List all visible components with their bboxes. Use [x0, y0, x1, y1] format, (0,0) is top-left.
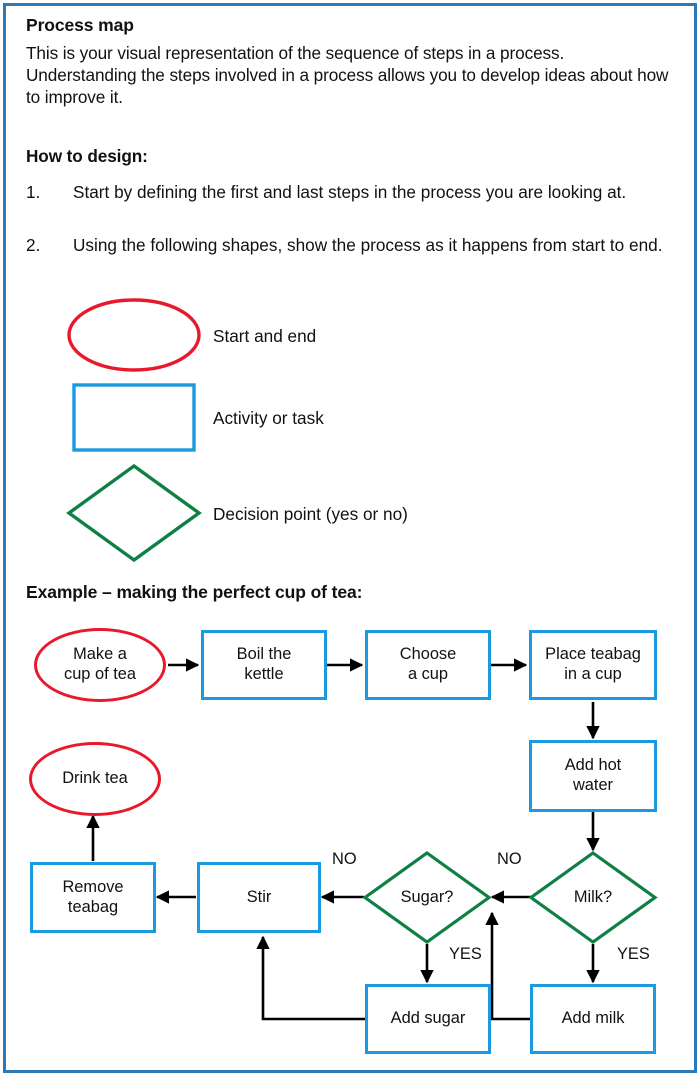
list-item-number: 1.	[26, 182, 41, 202]
list-item-text: Using the following shapes, show the pro…	[73, 235, 663, 255]
flow-node-label: Add hot water	[564, 756, 622, 794]
edge-label-milk-yes: YES	[617, 945, 650, 963]
example-heading: Example – making the perfect cup of tea:	[26, 582, 363, 602]
flow-node-label: Make a cup of tea	[64, 645, 136, 683]
flow-node-sugar-decision[interactable]: Sugar?	[362, 850, 492, 945]
flow-node-stir[interactable]: Stir	[197, 862, 321, 933]
how-to-design-heading: How to design:	[26, 146, 148, 166]
flow-node-add-sugar[interactable]: Add sugar	[365, 984, 491, 1054]
flow-node-label: Sugar?	[400, 888, 454, 906]
flow-node-make-a-cup-of-tea[interactable]: Make a cup of tea	[34, 628, 166, 702]
list-item-number: 2.	[26, 235, 41, 255]
list-item-text: Start by defining the first and last ste…	[73, 182, 627, 202]
flow-node-label: Add sugar	[390, 1009, 466, 1028]
legend-diamond-shape	[66, 463, 202, 563]
flow-node-choose-a-cup[interactable]: Choose a cup	[365, 630, 491, 700]
legend-label-decision-point: Decision point (yes or no)	[213, 504, 408, 524]
legend-ellipse-shape	[67, 298, 201, 372]
legend-label-activity-or-task: Activity or task	[213, 408, 324, 428]
flow-node-label: Boil the kettle	[236, 645, 292, 683]
flow-node-label: Place teabag in a cup	[545, 645, 641, 683]
flow-node-label: Milk?	[573, 888, 613, 906]
legend-label-start-and-end: Start and end	[213, 326, 317, 346]
edge-label-sugar-yes: YES	[449, 945, 482, 963]
flow-node-boil-the-kettle[interactable]: Boil the kettle	[201, 630, 327, 700]
flow-node-add-milk[interactable]: Add milk	[530, 984, 656, 1054]
flow-node-label: Stir	[246, 887, 272, 906]
list-item: 2. Using the following shapes, show the …	[26, 234, 686, 256]
flow-node-label: Remove teabag	[62, 877, 124, 916]
flow-node-place-teabag-in-a-cup[interactable]: Place teabag in a cup	[529, 630, 657, 700]
intro-paragraph: This is your visual representation of th…	[26, 43, 669, 108]
flow-node-label: Add milk	[561, 1009, 625, 1028]
flow-node-milk-decision[interactable]: Milk?	[528, 850, 658, 945]
flow-node-add-hot-water[interactable]: Add hot water	[529, 740, 657, 812]
list-item: 1. Start by defining the first and last …	[26, 181, 686, 203]
flow-node-drink-tea[interactable]: Drink tea	[29, 742, 161, 816]
flow-node-label: Drink tea	[62, 769, 128, 788]
edge-label-milk-no: NO	[497, 850, 522, 868]
page-title: Process map	[26, 15, 134, 35]
edge-label-sugar-no: NO	[332, 850, 357, 868]
legend-rectangle-shape	[72, 383, 196, 452]
flow-node-label: Choose a cup	[399, 645, 457, 683]
flow-node-remove-teabag[interactable]: Remove teabag	[30, 862, 156, 933]
